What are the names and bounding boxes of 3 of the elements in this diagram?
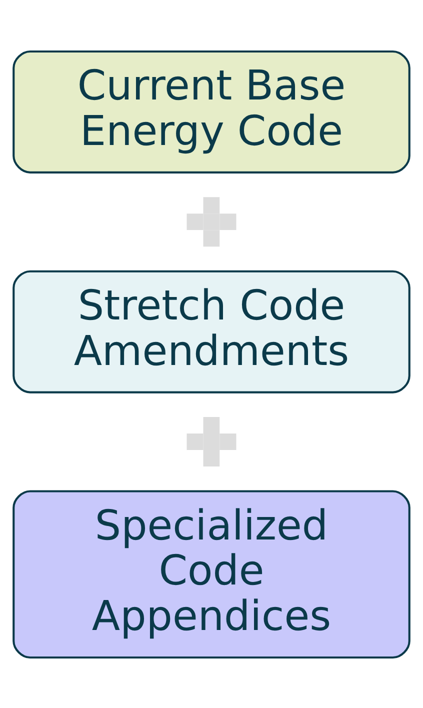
node-box: Current Base Energy Code: [12, 50, 410, 173]
node-box: Stretch Code Amendments: [12, 270, 410, 393]
node-box: Specialized Code Appendices: [12, 490, 410, 658]
